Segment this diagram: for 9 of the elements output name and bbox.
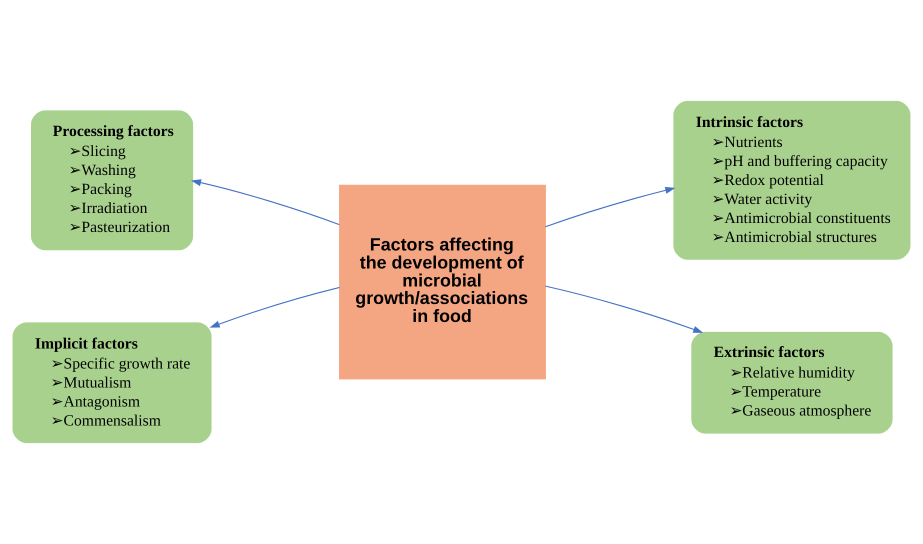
node-box: Extrinsic factors ➢Relative humidity ➢Temperature ➢Gaseous atmosphere [691, 332, 893, 434]
arrow [545, 286, 704, 333]
arrow [545, 186, 676, 228]
arrow [210, 286, 340, 328]
node-box: Intrinsic factors ➢Nutrients ➢pH and buffering capacity ➢Redox potential ➢Water activity ➢Antimicrobial constituents ➢Antimicrobial structures [673, 100, 910, 260]
node-box: Factors affecting the development of microbial growth/associations in food [339, 184, 546, 380]
arrow [190, 179, 340, 226]
node-box: Processing factors ➢Slicing ➢Washing ➢Packing ➢Irradiation ➢Pasteurization [31, 110, 194, 250]
node-box: Implicit factors ➢Specific growth rate ➢Mutualism ➢Antagonism ➢Commensalism [12, 322, 212, 444]
